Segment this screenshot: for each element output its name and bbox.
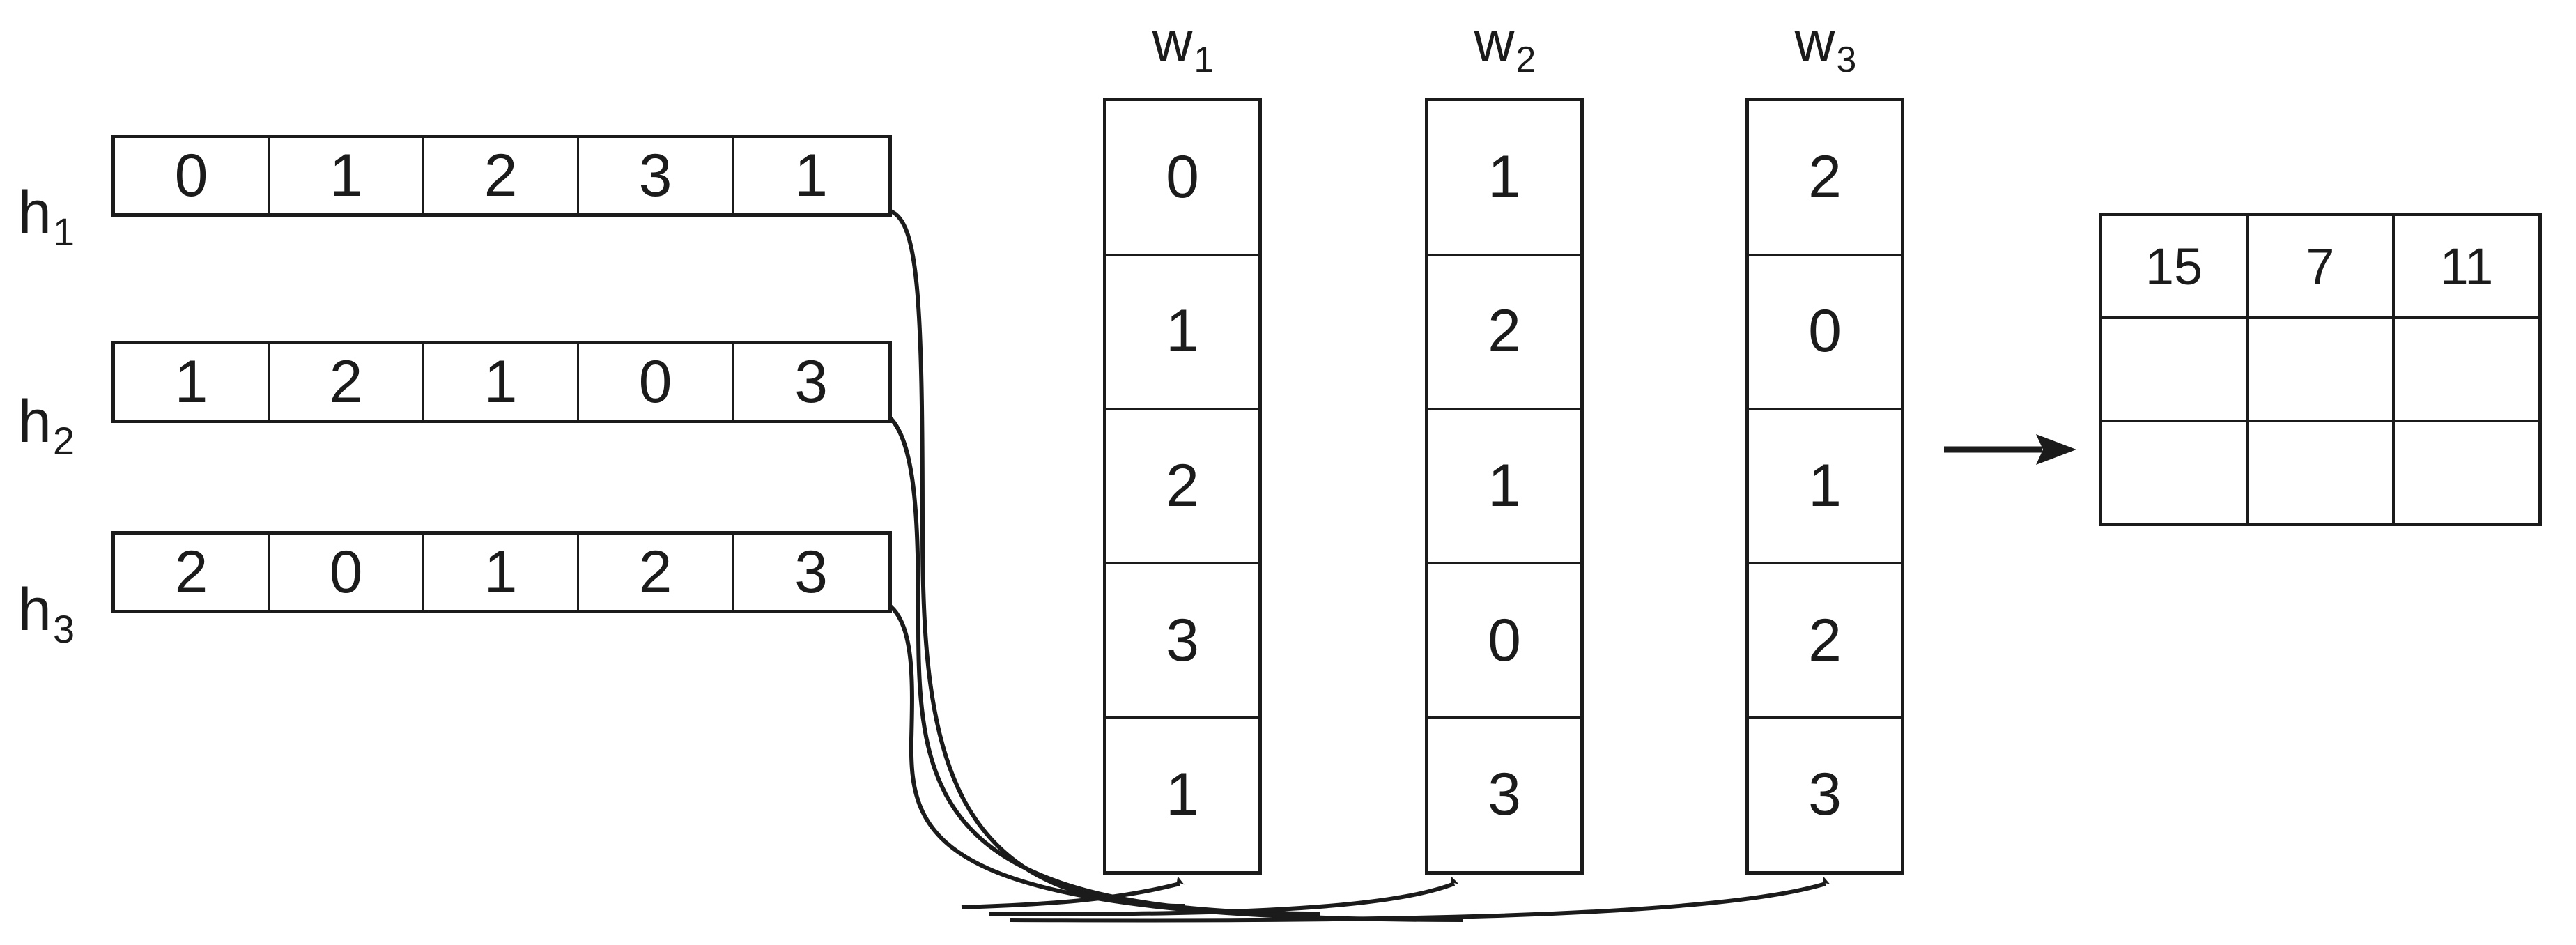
weight-cell: 0 [1749,256,1901,410]
input-cell: 0 [579,344,734,420]
output-cell: 15 [2102,216,2249,316]
input-row-label-h2-base: h [18,388,52,455]
output-cell [2249,422,2395,523]
weight-cell: 3 [1808,761,1842,829]
input-row-h1: 0 1 2 3 1 [111,135,892,217]
weight-cell: 1 [1428,410,1580,564]
weight-column-label-w3: w3 [1745,14,1904,79]
output-row: 15 7 11 [2102,216,2538,319]
weight-cell: 0 [1106,101,1258,256]
input-row-label-h3: h3 [18,580,75,649]
input-cell: 0 [115,138,270,213]
input-row-label-h3-base: h [18,576,52,643]
connector-rail-w1 [961,876,1185,909]
input-row-label-h3-subscript: 3 [52,607,75,651]
output-cell: 7 [2249,216,2395,316]
input-row-h2: 1 2 1 0 3 [111,341,892,423]
weight-cell: 1 [1749,410,1901,564]
input-cell: 2 [270,344,424,420]
input-cell: 1 [270,138,424,213]
input-cell: 0 [270,535,424,610]
input-cell: 3 [794,538,828,606]
weight-cell: 3 [1106,564,1258,719]
weight-cell: 2 [1106,410,1258,564]
input-cell: 2 [424,138,579,213]
output-row [2102,422,2538,523]
input-cell: 1 [115,344,270,420]
input-row-label-h1-subscript: 1 [52,210,75,254]
input-cell: 3 [794,348,828,415]
weight-column-label-w3-subscript: 3 [1836,40,1857,80]
weight-cell: 1 [1166,761,1199,829]
weight-cell: 0 [1428,564,1580,719]
input-cell: 1 [794,141,828,209]
connector-rail-w3 [1010,876,1830,923]
input-row-label-h1-base: h [18,179,52,246]
weight-column-label-w3-base: w [1794,10,1835,72]
output-cell [2102,319,2249,420]
result-arrow-icon [1944,434,2076,465]
weight-column-label-w1: w1 [1103,14,1262,79]
output-cell [2102,422,2249,523]
output-cell [2395,422,2538,523]
weight-column-label-w2: w2 [1425,14,1584,79]
output-grid: 15 7 11 [2099,213,2542,526]
weight-cell: 3 [1488,761,1521,829]
weight-cell: 1 [1428,101,1580,256]
weight-column-w2: 1 2 1 0 3 [1425,98,1584,875]
output-cell: 11 [2439,237,2494,295]
weight-cell: 1 [1106,256,1258,410]
input-cell: 2 [115,535,270,610]
weight-column-label-w2-base: w [1474,10,1515,72]
weight-cell: 2 [1428,256,1580,410]
output-cell [2249,319,2395,420]
weight-column-label-w1-subscript: 1 [1194,40,1214,80]
weight-column-label-w1-base: w [1152,10,1193,72]
weight-column-w3: 2 0 1 2 3 [1745,98,1904,875]
input-cell: 3 [579,138,734,213]
input-row-label-h2: h2 [18,392,75,461]
input-row-label-h1: h1 [18,183,75,252]
weight-cell: 2 [1749,564,1901,719]
input-cell: 2 [579,535,734,610]
weight-column-label-w2-subscript: 2 [1515,40,1536,80]
weight-cell: 2 [1749,101,1901,256]
output-cell [2395,319,2538,420]
weight-column-w1: 0 1 2 3 1 [1103,98,1262,875]
output-row [2102,319,2538,422]
input-cell: 1 [424,344,579,420]
input-cell: 1 [424,535,579,610]
input-row-h3: 2 0 1 2 3 [111,531,892,613]
input-row-label-h2-subscript: 2 [52,419,75,463]
connector-rail-w2 [989,876,1459,916]
